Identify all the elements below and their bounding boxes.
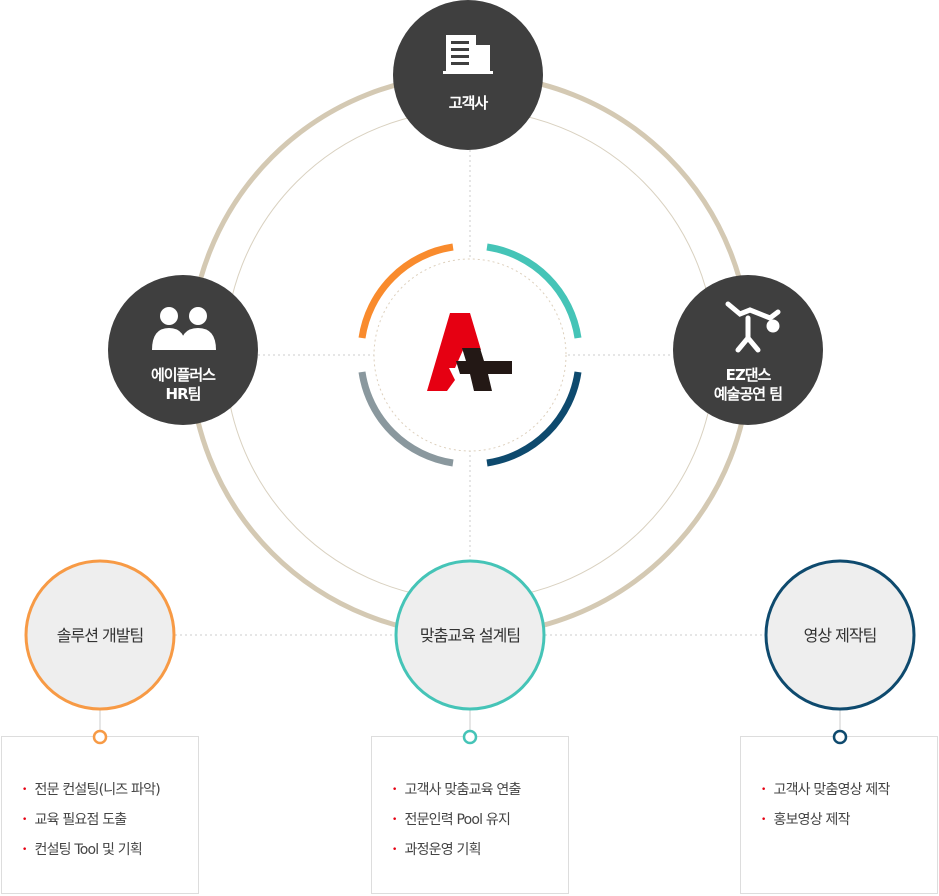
list-item: 컨설팅 Tool 및 기획: [22, 835, 198, 865]
list-item: 교육 필요점 도출: [22, 805, 198, 835]
hr-label-line2: HR팀: [165, 385, 202, 403]
node-solution: [24, 559, 176, 711]
list-item: 고객사 맞춤영상 제작: [761, 775, 937, 805]
design-box: 고객사 맞춤교육 연출 전문인력 Pool 유지 과정운영 기획: [371, 736, 569, 894]
list-item: 과정운영 기획: [392, 835, 568, 865]
arc-teal: [486, 243, 582, 339]
people-icon: [152, 307, 216, 350]
solution-label: 솔루션 개발팀: [56, 626, 144, 645]
video-box: 고객사 맞춤영상 제작 홍보영상 제작: [740, 736, 938, 894]
list-item: 고객사 맞춤교육 연출: [392, 775, 568, 805]
list-item: 전문인력 Pool 유지: [392, 805, 568, 835]
video-label: 영상 제작팀: [803, 626, 878, 645]
a-plus-logo: [427, 313, 512, 391]
arc-navy: [486, 371, 582, 467]
building-icon: [443, 35, 493, 74]
node-client: [393, 0, 543, 150]
node-design: [394, 559, 546, 711]
arc-orange: [358, 243, 454, 339]
dance-label-line2: 예술공연 팀: [713, 385, 783, 403]
design-label: 맞춤교육 설계팀: [419, 626, 521, 645]
list-item: 홍보영상 제작: [761, 805, 937, 835]
client-label: 고객사: [448, 94, 488, 112]
list-item: 전문 컨설팅(니즈 파악): [22, 775, 198, 805]
node-video: [764, 559, 916, 711]
solution-box: 전문 컨설팅(니즈 파악) 교육 필요점 도출 컨설팅 Tool 및 기획: [1, 736, 199, 894]
arc-gray: [358, 371, 454, 467]
node-dance: [673, 275, 823, 425]
dancer-icon: [725, 301, 781, 353]
hr-label-line1: 에이플러스: [150, 366, 216, 384]
dance-label-line1: EZ댄스: [725, 366, 772, 384]
